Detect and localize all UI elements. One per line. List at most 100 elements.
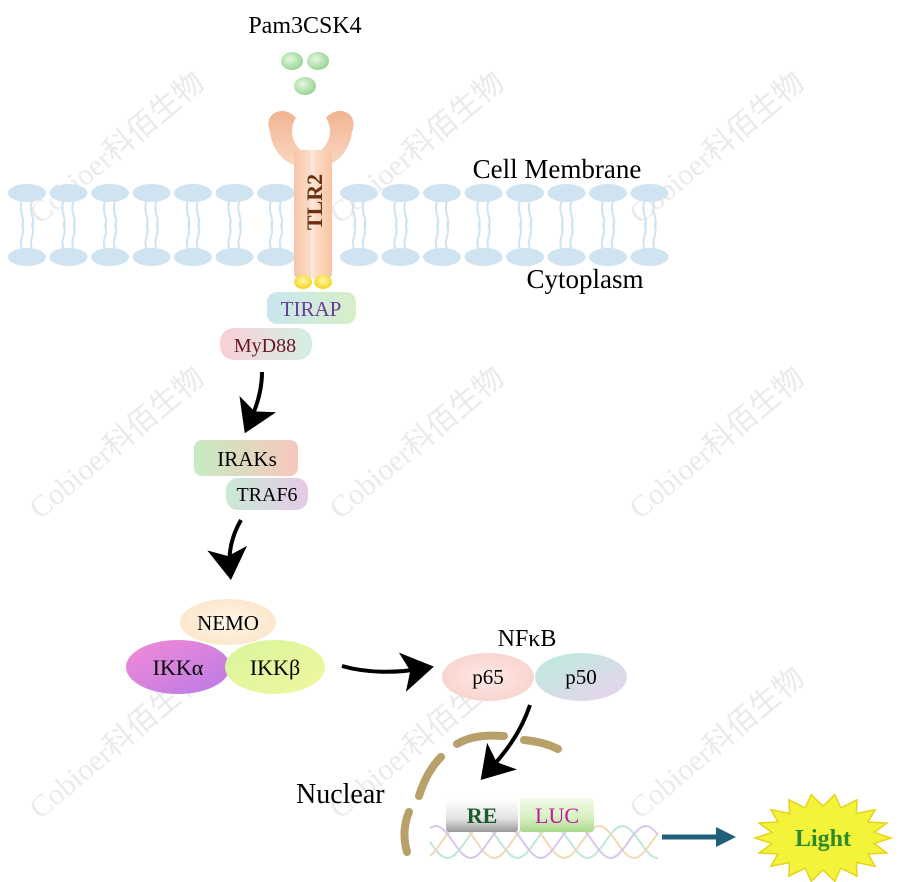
traf6-box [226, 478, 308, 510]
nemo-label: NEMO [197, 611, 259, 635]
iraks-label: IRAKs [217, 447, 277, 471]
lipid-tail [642, 222, 647, 250]
lipid-tail [652, 222, 657, 250]
lipid-tail [351, 222, 357, 250]
lipid-head [381, 248, 420, 266]
lipid-tail [268, 222, 274, 250]
lipid-tail [476, 222, 481, 250]
lipid-tail [403, 222, 408, 250]
nfkb-title: NFκB [498, 626, 557, 652]
watermark: Cobioer科佰生物 [23, 361, 210, 526]
lipid-head [423, 184, 461, 202]
arrow-traf6-to-ikk [207, 518, 248, 580]
p50-label: p50 [565, 665, 597, 689]
myd88-box [220, 328, 312, 360]
ligand-sphere [307, 52, 329, 70]
ikk-alpha-oval [126, 640, 230, 694]
arrow-to-light [662, 827, 736, 847]
lipid-head [340, 248, 378, 266]
lipid-tail [393, 222, 398, 250]
lipid-head [464, 248, 503, 266]
lipid-head [257, 184, 295, 202]
ikk-alpha-label: IKKα [153, 655, 204, 680]
lipid-head [91, 248, 129, 266]
lipid-tail [444, 222, 450, 250]
lipid-head [506, 184, 544, 202]
watermark-layer: Cobioer科佰生物 Cobioer科佰生物 Cobioer科佰生物 Cobi… [23, 66, 810, 826]
arrow-to-light-head [716, 827, 736, 847]
lipid-head [257, 248, 295, 266]
myd88-label: MyD88 [234, 335, 296, 357]
light-label: Light [795, 826, 851, 852]
ligand-sphere [294, 77, 316, 95]
lipid-tail [486, 222, 491, 250]
receptor-stem-divider [311, 150, 314, 278]
envelope-segment [453, 731, 508, 748]
tir-domain-left [294, 275, 312, 289]
receptor-label: TLR2 [302, 174, 327, 230]
lipid-head [630, 184, 669, 202]
arrow-nfkb-to-dna [480, 704, 532, 780]
arrow-myd88-to-iraks [239, 371, 277, 434]
watermark: Cobioer科佰生物 [623, 661, 810, 826]
nuclear-envelope [400, 731, 562, 856]
envelope-segment [415, 753, 445, 800]
lipid-tail [600, 222, 606, 250]
lipid-tail [361, 222, 367, 250]
lipid-tail [112, 222, 118, 250]
traf6-label: TRAF6 [236, 484, 297, 506]
lipid-head [174, 184, 212, 202]
lipid-head [381, 184, 420, 202]
nemo-oval [180, 599, 276, 645]
tir-domain-right [314, 275, 332, 289]
lipid-head [547, 248, 586, 266]
lipid-head [589, 248, 627, 266]
lipid-tail [185, 222, 191, 250]
lipid-head [340, 184, 378, 202]
lipid-tail [61, 222, 66, 250]
lipid-tail [144, 222, 149, 250]
cell-membrane [8, 184, 669, 266]
ikk-beta-oval [225, 640, 325, 694]
lipid-head [49, 184, 88, 202]
envelope-segment [520, 736, 562, 753]
dna-strand [429, 824, 659, 860]
lipid-tail [517, 222, 523, 250]
re-label: RE [467, 803, 498, 828]
lipid-head [589, 184, 627, 202]
iraks-box [194, 440, 298, 476]
tirap-box [267, 292, 356, 324]
lipid-tail [154, 222, 159, 250]
lipid-tail [278, 222, 284, 250]
watermark: Cobioer科佰生物 [23, 66, 210, 231]
p65-label: p65 [472, 665, 504, 689]
ligand-label: Pam3CSK4 [248, 13, 361, 39]
receptor-left-head [268, 110, 302, 166]
lipid-tail [610, 222, 616, 250]
lipid-tail [195, 222, 201, 250]
lipid-tail [569, 222, 574, 250]
lipid-head [547, 184, 586, 202]
lipid-head [464, 184, 503, 202]
ligand-molecules [281, 52, 329, 95]
lipid-head [174, 248, 212, 266]
lipid-head [132, 248, 171, 266]
tirap-label: TIRAP [281, 297, 342, 321]
lipid-tail [237, 222, 242, 250]
nuclear-label: Nuclear [296, 779, 385, 810]
light-burst-icon [752, 793, 894, 882]
luc-gene [520, 798, 594, 832]
lipid-head [423, 248, 461, 266]
lipid-head [8, 184, 46, 202]
lipid-head [630, 248, 669, 266]
re-element [446, 798, 518, 832]
lipid-head [506, 248, 544, 266]
lipid-tail [434, 222, 440, 250]
membrane-outside-label: Cell Membrane [473, 154, 642, 184]
lipid-tail [19, 222, 25, 250]
tlr2-receptor: TLR2 [268, 110, 354, 289]
lipid-head [132, 184, 171, 202]
lipid-tail [227, 222, 232, 250]
